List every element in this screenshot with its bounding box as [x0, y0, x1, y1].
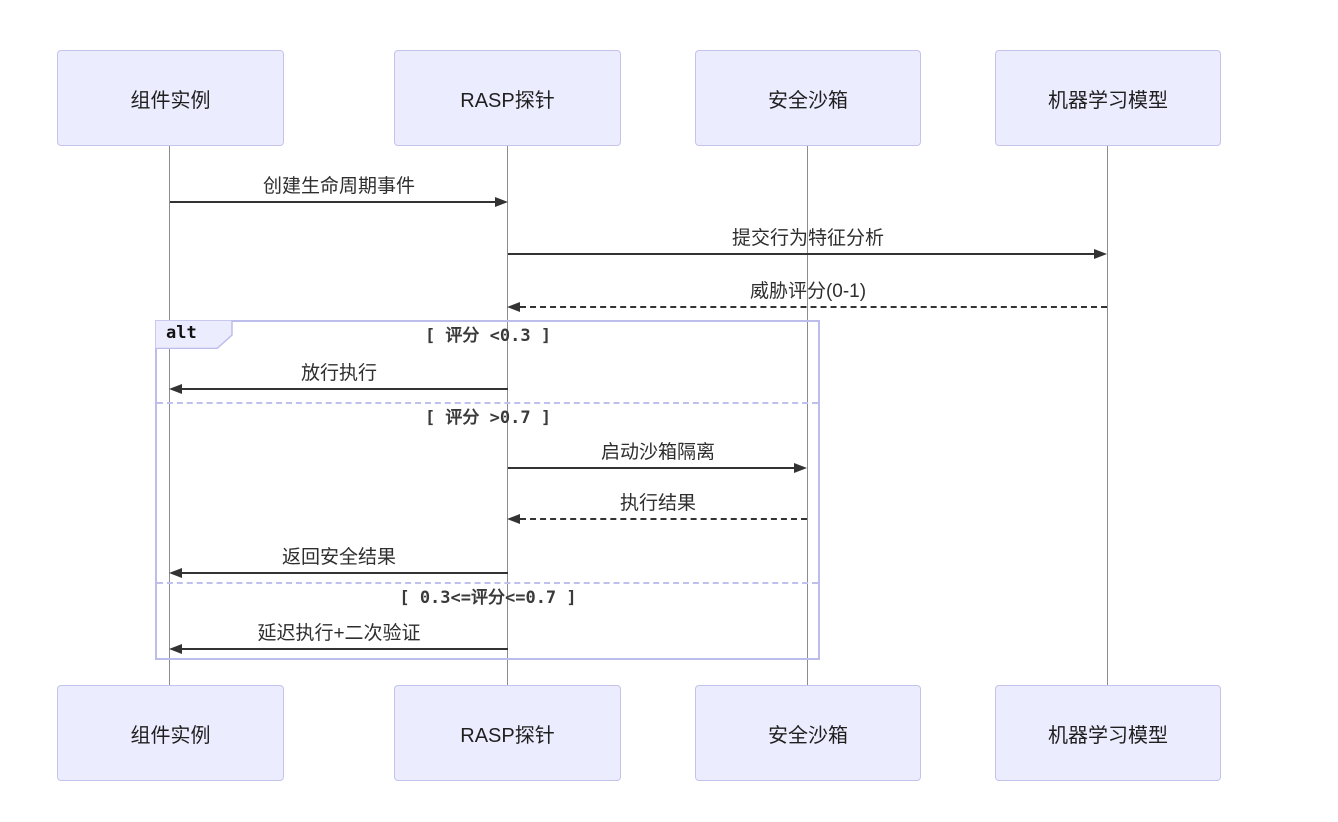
alt-frame: [155, 320, 820, 660]
alt-divider-1: [157, 402, 818, 404]
actor-label: 组件实例: [130, 89, 211, 112]
message-arrow-line: [508, 253, 1095, 255]
arrowhead-left-icon: [169, 644, 182, 654]
message-arrow-line: [520, 518, 807, 520]
alt-condition: [ 评分 >0.7 ]: [424, 408, 552, 428]
actor-bottom-security-sandbox: 安全沙箱: [695, 685, 921, 781]
message-label: 延迟执行+二次验证: [257, 623, 421, 644]
message-label: 返回安全结果: [281, 547, 396, 568]
message-arrow-line: [182, 388, 508, 390]
message-arrow-line: [182, 572, 508, 574]
actor-top-rasp-probe: RASP探针: [394, 50, 621, 146]
actor-label: RASP探针: [460, 89, 555, 112]
alt-condition: [ 评分 <0.3 ]: [424, 326, 552, 346]
actor-top-security-sandbox: 安全沙箱: [695, 50, 921, 146]
lifeline-component-instance: [169, 146, 170, 685]
arrowhead-left-icon: [169, 384, 182, 394]
alt-condition: [ 0.3<=评分<=0.7 ]: [399, 588, 577, 608]
lifeline-rasp-probe: [507, 146, 508, 685]
alt-keyword-pentagon: [155, 320, 233, 349]
alt-keyword-box: alt: [155, 320, 233, 349]
message-label: 创建生命周期事件: [262, 176, 415, 197]
message-arrow-line: [520, 306, 1107, 308]
actor-label: RASP探针: [460, 724, 555, 747]
arrowhead-left-icon: [507, 302, 520, 312]
actor-top-ml-model: 机器学习模型: [995, 50, 1221, 146]
actor-label: 机器学习模型: [1048, 89, 1168, 112]
message-arrow-line: [182, 648, 508, 650]
lifeline-ml-model: [1107, 146, 1108, 685]
message-label: 威胁评分(0-1): [749, 281, 867, 302]
actor-bottom-component-instance: 组件实例: [57, 685, 284, 781]
message-arrow-line: [170, 201, 496, 203]
message-label: 启动沙箱隔离: [600, 442, 715, 463]
arrowhead-right-icon: [1094, 249, 1107, 259]
message-label: 执行结果: [619, 493, 696, 514]
message-arrow-line: [508, 467, 795, 469]
arrowhead-left-icon: [507, 514, 520, 524]
message-label: 放行执行: [300, 363, 377, 384]
alt-divider-2: [157, 582, 818, 584]
lifeline-security-sandbox: [807, 146, 808, 685]
arrowhead-right-icon: [495, 197, 508, 207]
actor-top-component-instance: 组件实例: [57, 50, 284, 146]
actor-bottom-rasp-probe: RASP探针: [394, 685, 621, 781]
actor-label: 安全沙箱: [768, 89, 848, 112]
arrowhead-right-icon: [794, 463, 807, 473]
arrowhead-left-icon: [169, 568, 182, 578]
message-label: 提交行为特征分析: [731, 228, 884, 249]
actor-label: 安全沙箱: [768, 724, 848, 747]
alt-keyword: alt: [166, 323, 197, 343]
actor-bottom-ml-model: 机器学习模型: [995, 685, 1221, 781]
actor-label: 机器学习模型: [1048, 724, 1168, 747]
actor-label: 组件实例: [130, 724, 211, 747]
